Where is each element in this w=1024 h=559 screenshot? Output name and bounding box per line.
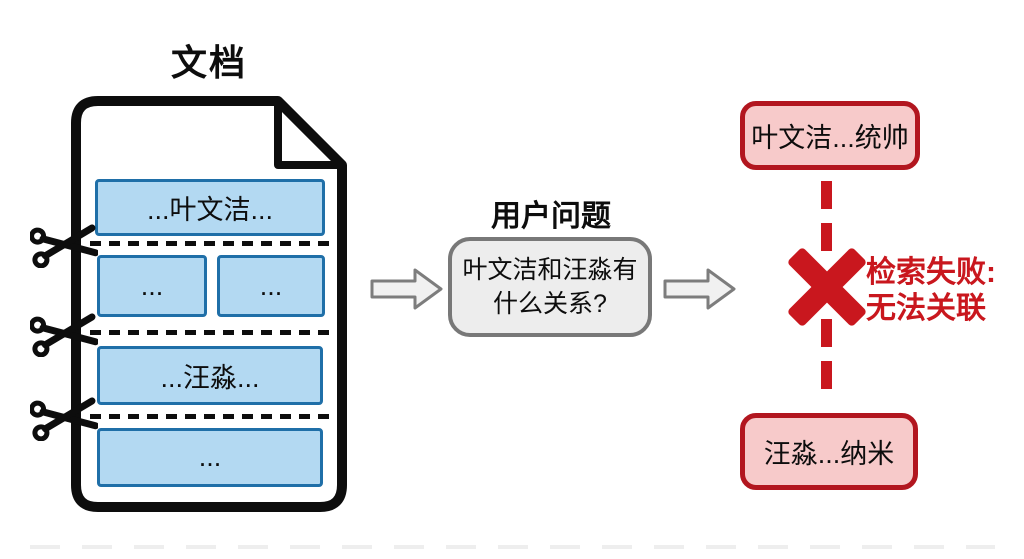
question-title: 用户问题 bbox=[491, 200, 611, 233]
retrieved-chunk-text: 汪淼...纳米 bbox=[763, 439, 895, 469]
chunk-text: ... bbox=[259, 270, 283, 301]
document-title: 文档 bbox=[170, 42, 247, 83]
question-line: 叶文洁和汪淼有 bbox=[462, 256, 638, 284]
flow-arrow-icon bbox=[370, 268, 443, 310]
flow-arrow-icon bbox=[663, 268, 736, 310]
failure-line: 无法关联 bbox=[866, 292, 986, 325]
failure-line: 检索失败: bbox=[866, 256, 996, 289]
chunk-text: ...叶文洁... bbox=[146, 195, 273, 225]
chunk-text: ... bbox=[198, 442, 222, 472]
scissors-icon bbox=[30, 397, 98, 441]
chunk-text: ... bbox=[140, 270, 164, 301]
text-chunk: ... bbox=[97, 255, 207, 317]
cut-line bbox=[90, 241, 338, 246]
broken-link-dash bbox=[821, 181, 832, 251]
retrieved-chunk-text: 叶文洁...统帅 bbox=[751, 123, 909, 153]
failure-label: 检索失败: 无法关联 bbox=[866, 255, 1016, 327]
text-chunk: ...叶文洁... bbox=[95, 179, 325, 236]
user-question-box: 叶文洁和汪淼有 什么关系? bbox=[448, 237, 652, 337]
scissors-icon bbox=[30, 313, 98, 357]
failure-x-icon bbox=[786, 246, 868, 328]
text-chunk: ... bbox=[97, 428, 323, 487]
bottom-faint-line bbox=[30, 545, 995, 549]
retrieved-chunk-top: 叶文洁...统帅 bbox=[740, 101, 920, 170]
retrieved-chunk-bottom: 汪淼...纳米 bbox=[740, 413, 918, 490]
cut-line bbox=[90, 330, 338, 335]
scissors-icon bbox=[30, 224, 98, 268]
broken-link-dash bbox=[821, 319, 832, 393]
question-line: 什么关系? bbox=[493, 290, 607, 318]
chunk-text: ...汪淼... bbox=[160, 363, 260, 393]
cut-line bbox=[90, 414, 338, 419]
text-chunk: ...汪淼... bbox=[97, 346, 323, 405]
text-chunk: ... bbox=[217, 255, 325, 317]
